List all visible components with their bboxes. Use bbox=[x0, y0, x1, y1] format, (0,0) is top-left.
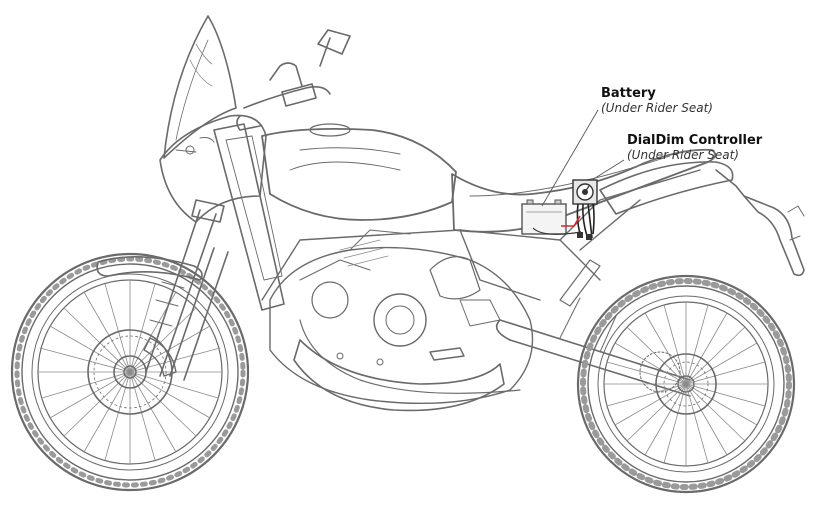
front-wheel bbox=[10, 252, 250, 492]
engine bbox=[269, 229, 534, 412]
windscreen bbox=[163, 15, 237, 159]
front-fender bbox=[96, 256, 203, 281]
rear-wheel bbox=[576, 274, 796, 494]
controller-leader-line bbox=[591, 159, 625, 181]
battery-icon bbox=[521, 199, 567, 235]
controller-subtitle: (Under Rider Seat) bbox=[627, 148, 739, 162]
front-fairing bbox=[159, 114, 285, 311]
battery-leader-line bbox=[541, 109, 599, 207]
swingarm bbox=[495, 259, 691, 397]
battery-title: Battery bbox=[601, 86, 656, 101]
footpeg bbox=[429, 347, 465, 361]
dialdim-controller-icon bbox=[572, 179, 598, 240]
tail-section bbox=[599, 161, 805, 277]
handlebars bbox=[236, 29, 351, 131]
controller-title: DialDim Controller bbox=[627, 133, 763, 148]
power-wire bbox=[561, 215, 581, 227]
ground-wire bbox=[532, 227, 582, 235]
battery-callout: Battery (Under Rider Seat) bbox=[601, 86, 713, 116]
fuel-tank bbox=[261, 123, 457, 221]
front-fork bbox=[145, 199, 229, 381]
controller-callout: DialDim Controller (Under Rider Seat) bbox=[627, 133, 762, 163]
frame bbox=[261, 169, 701, 301]
battery-subtitle: (Under Rider Seat) bbox=[601, 101, 713, 115]
